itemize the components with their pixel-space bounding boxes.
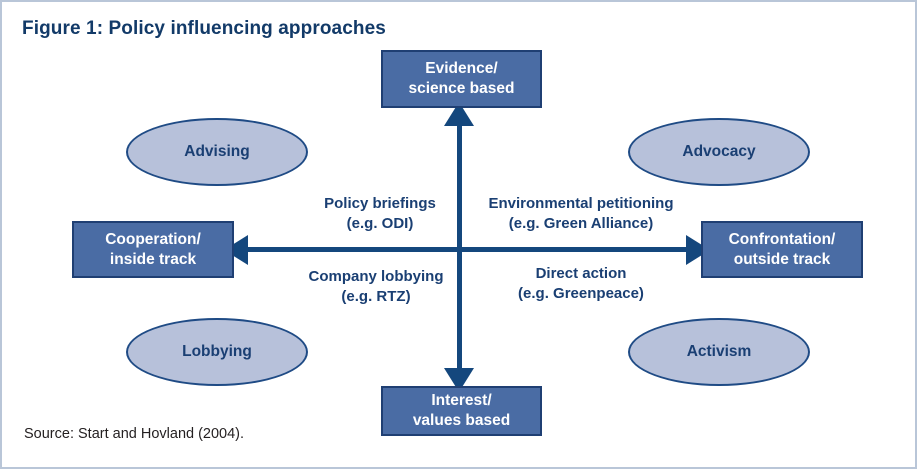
box-right-line2: outside track bbox=[733, 250, 831, 268]
vertical-axis-line bbox=[457, 112, 462, 387]
axis-pole-interest-values-based: Interest/ values based bbox=[381, 386, 542, 436]
quadrant-direct-action-line1: Direct action bbox=[535, 265, 627, 282]
quadrant-environmental-petitioning-line1: Environmental petitioning bbox=[488, 195, 674, 212]
axis-pole-confrontation-outside-track: Confrontation/ outside track bbox=[701, 221, 863, 278]
approach-label-activism: Activism bbox=[686, 343, 752, 360]
quadrant-label-company-lobbying: Company lobbying (e.g. RTZ) bbox=[302, 267, 450, 306]
approach-label-lobbying: Lobbying bbox=[182, 343, 252, 360]
source-caption: Source: Start and Hovland (2004). bbox=[24, 426, 245, 442]
quadrant-label-direct-action: Direct action (e.g. Greenpeace) bbox=[480, 264, 682, 303]
approach-ellipse-advising: Advising bbox=[126, 118, 308, 186]
quadrant-company-lobbying-line1: Company lobbying bbox=[308, 268, 444, 285]
quadrant-environmental-petitioning-line2: (e.g. Green Alliance) bbox=[508, 214, 654, 232]
box-bottom-line1: Interest/ bbox=[431, 392, 492, 410]
quadrant-policy-briefings-line1: Policy briefings bbox=[324, 195, 436, 212]
approach-label-advocacy: Advocacy bbox=[682, 143, 756, 160]
quadrant-policy-briefings-line2: (e.g. ODI) bbox=[346, 214, 414, 232]
axis-pole-evidence-science-based: Evidence/ science based bbox=[381, 50, 542, 108]
approach-ellipse-advocacy: Advocacy bbox=[628, 118, 810, 186]
quadrant-company-lobbying-line2: (e.g. RTZ) bbox=[341, 287, 411, 305]
approach-label-advising: Advising bbox=[184, 143, 250, 160]
axis-pole-cooperation-inside-track: Cooperation/ inside track bbox=[72, 221, 234, 278]
approach-ellipse-activism: Activism bbox=[628, 318, 810, 386]
quadrant-label-policy-briefings: Policy briefings (e.g. ODI) bbox=[310, 194, 450, 233]
quadrant-label-environmental-petitioning: Environmental petitioning (e.g. Green Al… bbox=[472, 194, 690, 233]
box-left-line2: inside track bbox=[109, 250, 197, 268]
horizontal-axis-line bbox=[245, 247, 690, 252]
quadrant-direct-action-line2: (e.g. Greenpeace) bbox=[518, 284, 644, 302]
box-top-line1: Evidence/ bbox=[425, 60, 498, 78]
box-left-line1: Cooperation/ bbox=[105, 230, 201, 248]
box-top-line2: science based bbox=[408, 80, 515, 97]
box-bottom-line2: values based bbox=[412, 412, 511, 429]
box-right-line1: Confrontation/ bbox=[728, 230, 836, 248]
approach-ellipse-lobbying: Lobbying bbox=[126, 318, 308, 386]
page-title: Figure 1: Policy influencing approaches bbox=[22, 18, 386, 39]
